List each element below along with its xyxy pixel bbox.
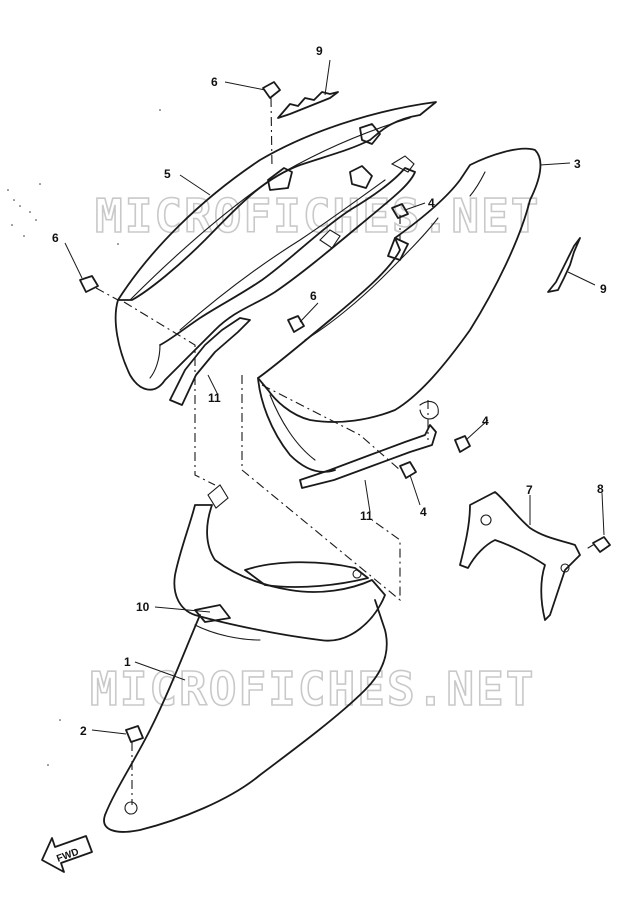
forward-arrow-icon: FWD [41,835,93,873]
callout-11-left: 11 [208,391,221,405]
part-5-side-cover [114,101,437,391]
callout-4-bottom: 4 [420,505,427,519]
callout-6-mid: 6 [310,289,317,303]
callout-6-left: 6 [52,231,59,245]
callout-8: 8 [597,482,604,496]
callout-9-top: 9 [316,44,323,58]
callout-2: 2 [80,724,87,738]
part-11-left-bracket [169,317,251,406]
forward-label: FWD [55,847,80,865]
callout-6-top: 6 [211,75,218,89]
assembly-lines [95,97,429,805]
callout-10: 10 [136,600,150,614]
watermark-bottom: MICROFICHES.NET [90,662,535,716]
part-8-screw [587,536,611,553]
callout-5: 5 [164,167,171,181]
callout-3: 3 [574,157,581,171]
part-11-right-bracket [299,424,437,489]
callout-1: 1 [124,655,131,669]
part-9-top-clip [277,91,339,119]
part-9-right-clip [547,237,581,293]
callout-9-right: 9 [600,282,607,296]
screws [79,81,471,743]
callout-4-right: 4 [482,414,489,428]
scan-noise [7,109,161,766]
callout-7: 7 [526,483,533,497]
part-3-side-cover [257,147,542,473]
leader-lines [64,59,605,735]
part-1-rear-fender [103,484,388,833]
callout-11-right: 11 [360,509,373,523]
callout-4-top: 4 [428,196,435,210]
part-7-bracket [459,491,581,621]
